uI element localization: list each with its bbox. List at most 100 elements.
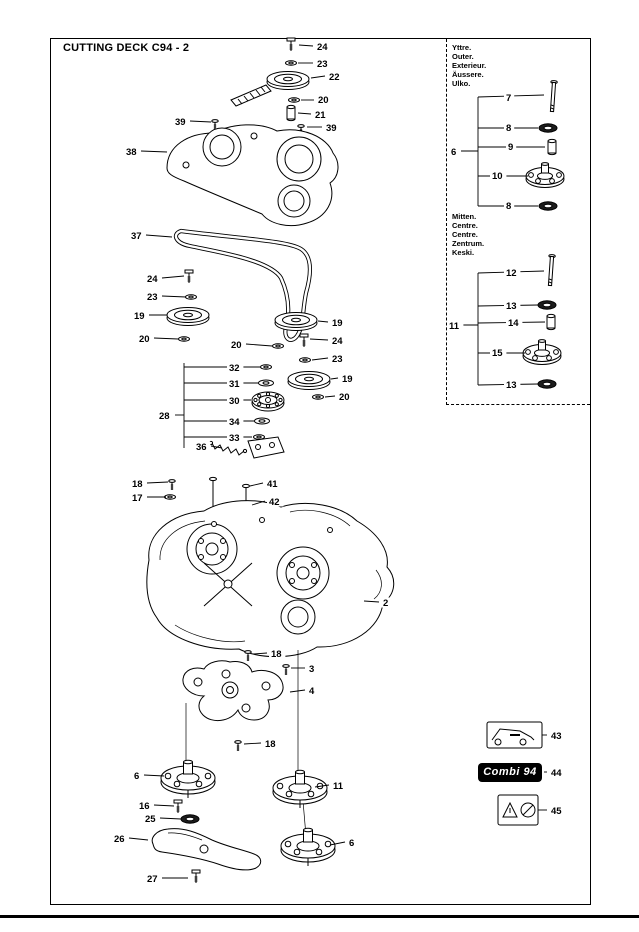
combi-94-badge: Combi 94 [478, 763, 542, 782]
callout-24: 24 [332, 336, 343, 347]
callout-41: 41 [267, 479, 278, 490]
washer-34 [254, 417, 270, 425]
callout-31: 31 [229, 379, 240, 390]
blade-26 [151, 828, 262, 871]
callout-bg [145, 273, 162, 284]
callout-bg [112, 833, 129, 844]
leader-line [330, 377, 339, 380]
leader-line [245, 343, 273, 347]
callout-bg [145, 291, 162, 302]
label-outer-fi: Ulko. [452, 79, 471, 88]
callout-19: 19 [342, 374, 353, 385]
inset-centre-labels: Mitten. Centre. Centre. Zentrum. Keski. [452, 212, 484, 257]
washer-20-top [288, 97, 300, 103]
callout-23: 23 [317, 59, 328, 70]
callout-bg [447, 320, 464, 331]
washer-23-left [185, 294, 197, 300]
callout-20: 20 [318, 95, 329, 106]
callout-bg [504, 200, 515, 211]
label-centre-en: Centre. [452, 221, 478, 230]
leader-line [189, 120, 212, 123]
inset-outer-labels: Yttre. Outer. Exterieur. Äussere. Ulko. [452, 43, 486, 88]
callout-6: 6 [349, 838, 354, 849]
callout-bg [130, 492, 147, 503]
label-centre-sv: Mitten. [452, 212, 477, 221]
callout-bg [227, 378, 244, 389]
callout-22: 22 [329, 72, 340, 83]
inset-bearing-8a [538, 123, 558, 133]
label-centre-fi: Keski. [452, 248, 475, 257]
callout-7: 7 [506, 93, 511, 104]
decal-43 [486, 721, 543, 749]
screw-18-mid [244, 650, 252, 662]
leader-line [140, 150, 168, 153]
callout-bg [124, 146, 141, 157]
callout-bg [504, 122, 515, 133]
callout-4: 4 [309, 686, 315, 697]
washer-23-right [299, 357, 311, 363]
label-outer-sv: Yttre. [452, 43, 472, 52]
leader-line [145, 234, 173, 238]
callout-bg [327, 71, 344, 82]
leader-line [159, 817, 182, 820]
callout-bg [307, 663, 318, 674]
callout-25: 25 [145, 814, 156, 825]
callout-bg [347, 837, 358, 848]
callout-bg [130, 478, 147, 489]
callout-bg [132, 770, 143, 781]
callout-39: 39 [175, 117, 186, 128]
callout-18: 18 [271, 649, 282, 660]
callout-bg [227, 362, 244, 373]
callout-23: 23 [332, 354, 343, 365]
callout-8: 8 [506, 201, 511, 212]
bolt-16 [173, 799, 183, 814]
callout-9: 9 [508, 142, 513, 153]
callout-bg [331, 780, 348, 791]
callout-15: 15 [492, 348, 503, 359]
callout-44: 44 [551, 768, 562, 779]
callout-bg [229, 339, 246, 350]
washer-20-middle [272, 343, 284, 349]
callout-bg [337, 391, 354, 402]
footer-rule [0, 915, 639, 918]
washer-20-left [178, 336, 190, 342]
callout-11: 11 [449, 321, 460, 332]
pulley-19-left [166, 307, 210, 326]
callout-bg [227, 432, 244, 443]
callout-34: 34 [229, 417, 240, 428]
label-outer-de: Äussere. [452, 70, 484, 79]
callout-bg [194, 441, 211, 452]
callout-19: 19 [134, 311, 145, 322]
inset-shaft-12 [546, 253, 556, 287]
bolt-24-top [286, 37, 296, 52]
callout-bg [504, 379, 521, 390]
leader-line [311, 357, 329, 361]
leader-line [310, 75, 326, 79]
bracket-4 [182, 660, 284, 722]
callout-26: 26 [114, 834, 125, 845]
callout-bg [137, 800, 154, 811]
label-outer-fr: Exterieur. [452, 61, 487, 70]
leader-line [363, 600, 380, 603]
callout-bg [340, 373, 357, 384]
spindle-11 [272, 769, 328, 809]
bolt-27 [191, 869, 201, 884]
callout-28: 28 [159, 411, 170, 422]
spring-36 [208, 436, 285, 459]
label-centre-fr: Centre. [452, 230, 478, 239]
inset-housing-10 [525, 162, 565, 188]
callout-bg [263, 738, 280, 749]
inset-bearing-13b [537, 379, 557, 389]
spacer-21 [286, 104, 296, 122]
pulley-19-right [287, 371, 331, 390]
washer-20-right [312, 394, 324, 400]
callout-bg [269, 648, 286, 659]
decal-45 [497, 794, 539, 826]
callout-bg [330, 317, 347, 328]
callout-bg [132, 310, 149, 321]
callout-39: 39 [326, 123, 337, 134]
callout-2: 2 [383, 598, 388, 609]
callout-bg [330, 353, 347, 364]
callout-bg [381, 597, 392, 608]
